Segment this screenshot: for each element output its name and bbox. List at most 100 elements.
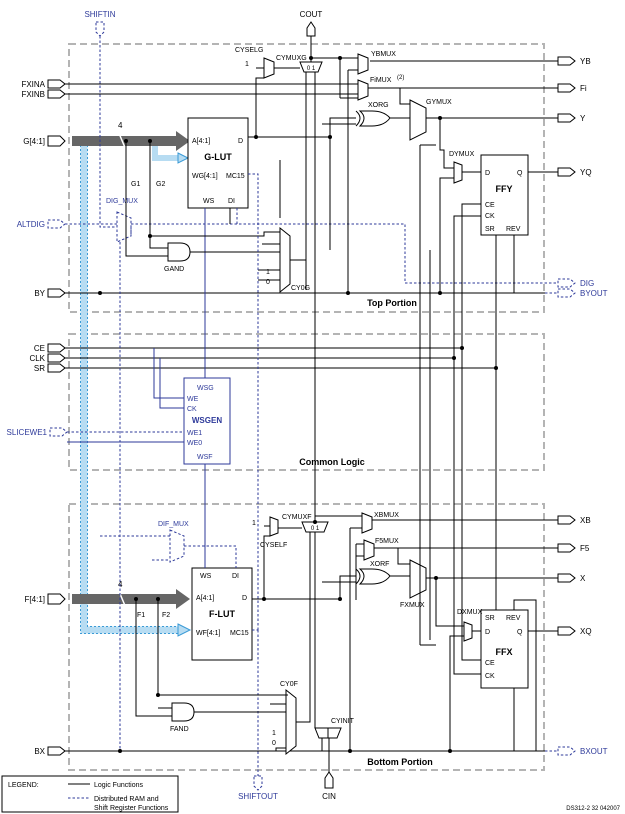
shift-register-bus	[80, 145, 192, 637]
figure-id: DS312-2 32 042007	[566, 806, 620, 812]
dif-mux-label: DIF_MUX	[158, 521, 189, 528]
cyselg-label: CYSELG	[235, 47, 263, 54]
wsgen-wsf: WSF	[197, 454, 213, 461]
legend-dashed-label-1: Distributed RAM and	[94, 796, 159, 803]
port-x-label: X	[580, 574, 586, 583]
port-byout-label: BYOUT	[580, 289, 608, 298]
port-sr-label: SR	[34, 364, 45, 373]
fxmux-mux	[409, 559, 427, 599]
cy0g-one: 1	[266, 269, 270, 276]
f5mux-label: F5MUX	[375, 538, 399, 545]
ffx-rev: REV	[506, 615, 521, 622]
ffx-ck: CK	[485, 673, 495, 680]
port-f5	[374, 543, 576, 553]
port-shiftin	[95, 21, 105, 212]
f-lut-mc15: MC15	[230, 630, 249, 637]
ffx-d: D	[485, 629, 490, 636]
port-fxina-label: FXINA	[21, 80, 45, 89]
f2-label: F2	[162, 612, 170, 619]
port-f-label: F[4:1]	[25, 595, 45, 604]
ffx-block	[480, 609, 529, 689]
wsgen-we: WE	[187, 396, 199, 403]
gymux-label: GYMUX	[426, 99, 452, 106]
ffy-block	[480, 154, 529, 236]
port-altdig-label: ALTDIG	[17, 220, 45, 229]
port-xb	[372, 515, 576, 525]
cymuxg-inputs: 0 1	[307, 66, 316, 72]
port-cout-label: COUT	[300, 10, 323, 19]
cymuxg-mux	[299, 61, 323, 73]
port-altdig	[47, 219, 117, 229]
ffy-title: FFY	[496, 184, 513, 194]
port-f5-label: F5	[580, 544, 590, 553]
dig-mux-label: DIG_MUX	[106, 198, 138, 205]
ffy-ce: CE	[485, 202, 495, 209]
g-bus-width: 4	[118, 121, 123, 130]
port-clk	[47, 353, 454, 363]
cyself-one: 1	[252, 520, 256, 527]
logic-wiring	[125, 57, 537, 751]
port-cin	[324, 738, 334, 789]
port-by	[47, 288, 545, 298]
g-lut-mc15: MC15	[226, 173, 245, 180]
bottom-portion-label: Bottom Portion	[367, 757, 433, 767]
cy0g-label: CY0G	[291, 285, 310, 292]
f-lut-wf: WF[4:1]	[196, 630, 221, 637]
port-y-label: Y	[580, 114, 586, 123]
fimux-sup: (2)	[397, 75, 404, 81]
port-x	[426, 573, 576, 583]
xbmux-mux	[361, 512, 373, 534]
f-lut-ws: WS	[200, 573, 212, 580]
top-portion-region	[68, 43, 545, 313]
ffx-sr: SR	[485, 615, 495, 622]
g-lut-ws: WS	[203, 198, 215, 205]
f-lut-title: F-LUT	[209, 609, 235, 619]
ybmux-mux	[357, 53, 369, 75]
xbmux-label: XBMUX	[374, 512, 399, 519]
port-clk-label: CLK	[29, 354, 45, 363]
gand-gate	[167, 242, 191, 262]
cy0f-zero: 0	[272, 740, 276, 747]
xorg-gate	[355, 110, 391, 127]
f-lut-di: DI	[232, 573, 239, 580]
g-input-bus	[72, 130, 190, 151]
dif-mux	[169, 529, 185, 563]
cy0g-zero: 0	[266, 279, 270, 286]
port-yq	[528, 167, 576, 177]
ffy-q: Q	[517, 170, 523, 177]
cy0f-one: 1	[272, 730, 276, 737]
f-lut-a: A[4:1]	[196, 595, 214, 602]
cyselg-mux	[263, 57, 275, 79]
port-slicewe1	[49, 427, 184, 437]
port-xb-label: XB	[580, 516, 591, 525]
f-lut-block	[191, 567, 253, 661]
ffx-ce: CE	[485, 660, 495, 667]
port-fi	[370, 83, 576, 93]
dig-mux	[116, 211, 132, 243]
port-yb	[370, 56, 576, 66]
bottom-portion-region	[68, 503, 545, 771]
wsgen-we0: WE0	[187, 440, 202, 447]
port-ce	[47, 343, 462, 353]
g-lut-di: DI	[228, 198, 235, 205]
cyself-mux	[269, 516, 279, 537]
fimux-mux	[357, 79, 369, 101]
g-lut-title: G-LUT	[204, 152, 232, 162]
fxmux-label: FXMUX	[400, 602, 425, 609]
cymuxf-inputs: 0 1	[311, 526, 320, 532]
ffy-sr: SR	[485, 226, 495, 233]
port-dig-label: DIG	[580, 279, 594, 288]
cyself-label: CYSELF	[260, 542, 287, 549]
wsgen-title: WSGEN	[192, 416, 222, 425]
port-cin-label: CIN	[322, 792, 336, 801]
f-lut-d: D	[242, 595, 247, 602]
cymuxg-label: CYMUXG	[276, 55, 307, 62]
g1-label: G1	[131, 181, 140, 188]
wsgen-block	[183, 377, 231, 465]
port-shiftout	[253, 630, 263, 791]
ffx-q: Q	[517, 629, 523, 636]
ffy-rev: REV	[506, 226, 521, 233]
dymux-label: DYMUX	[449, 151, 475, 158]
cymuxf-label: CYMUXF	[282, 514, 312, 521]
